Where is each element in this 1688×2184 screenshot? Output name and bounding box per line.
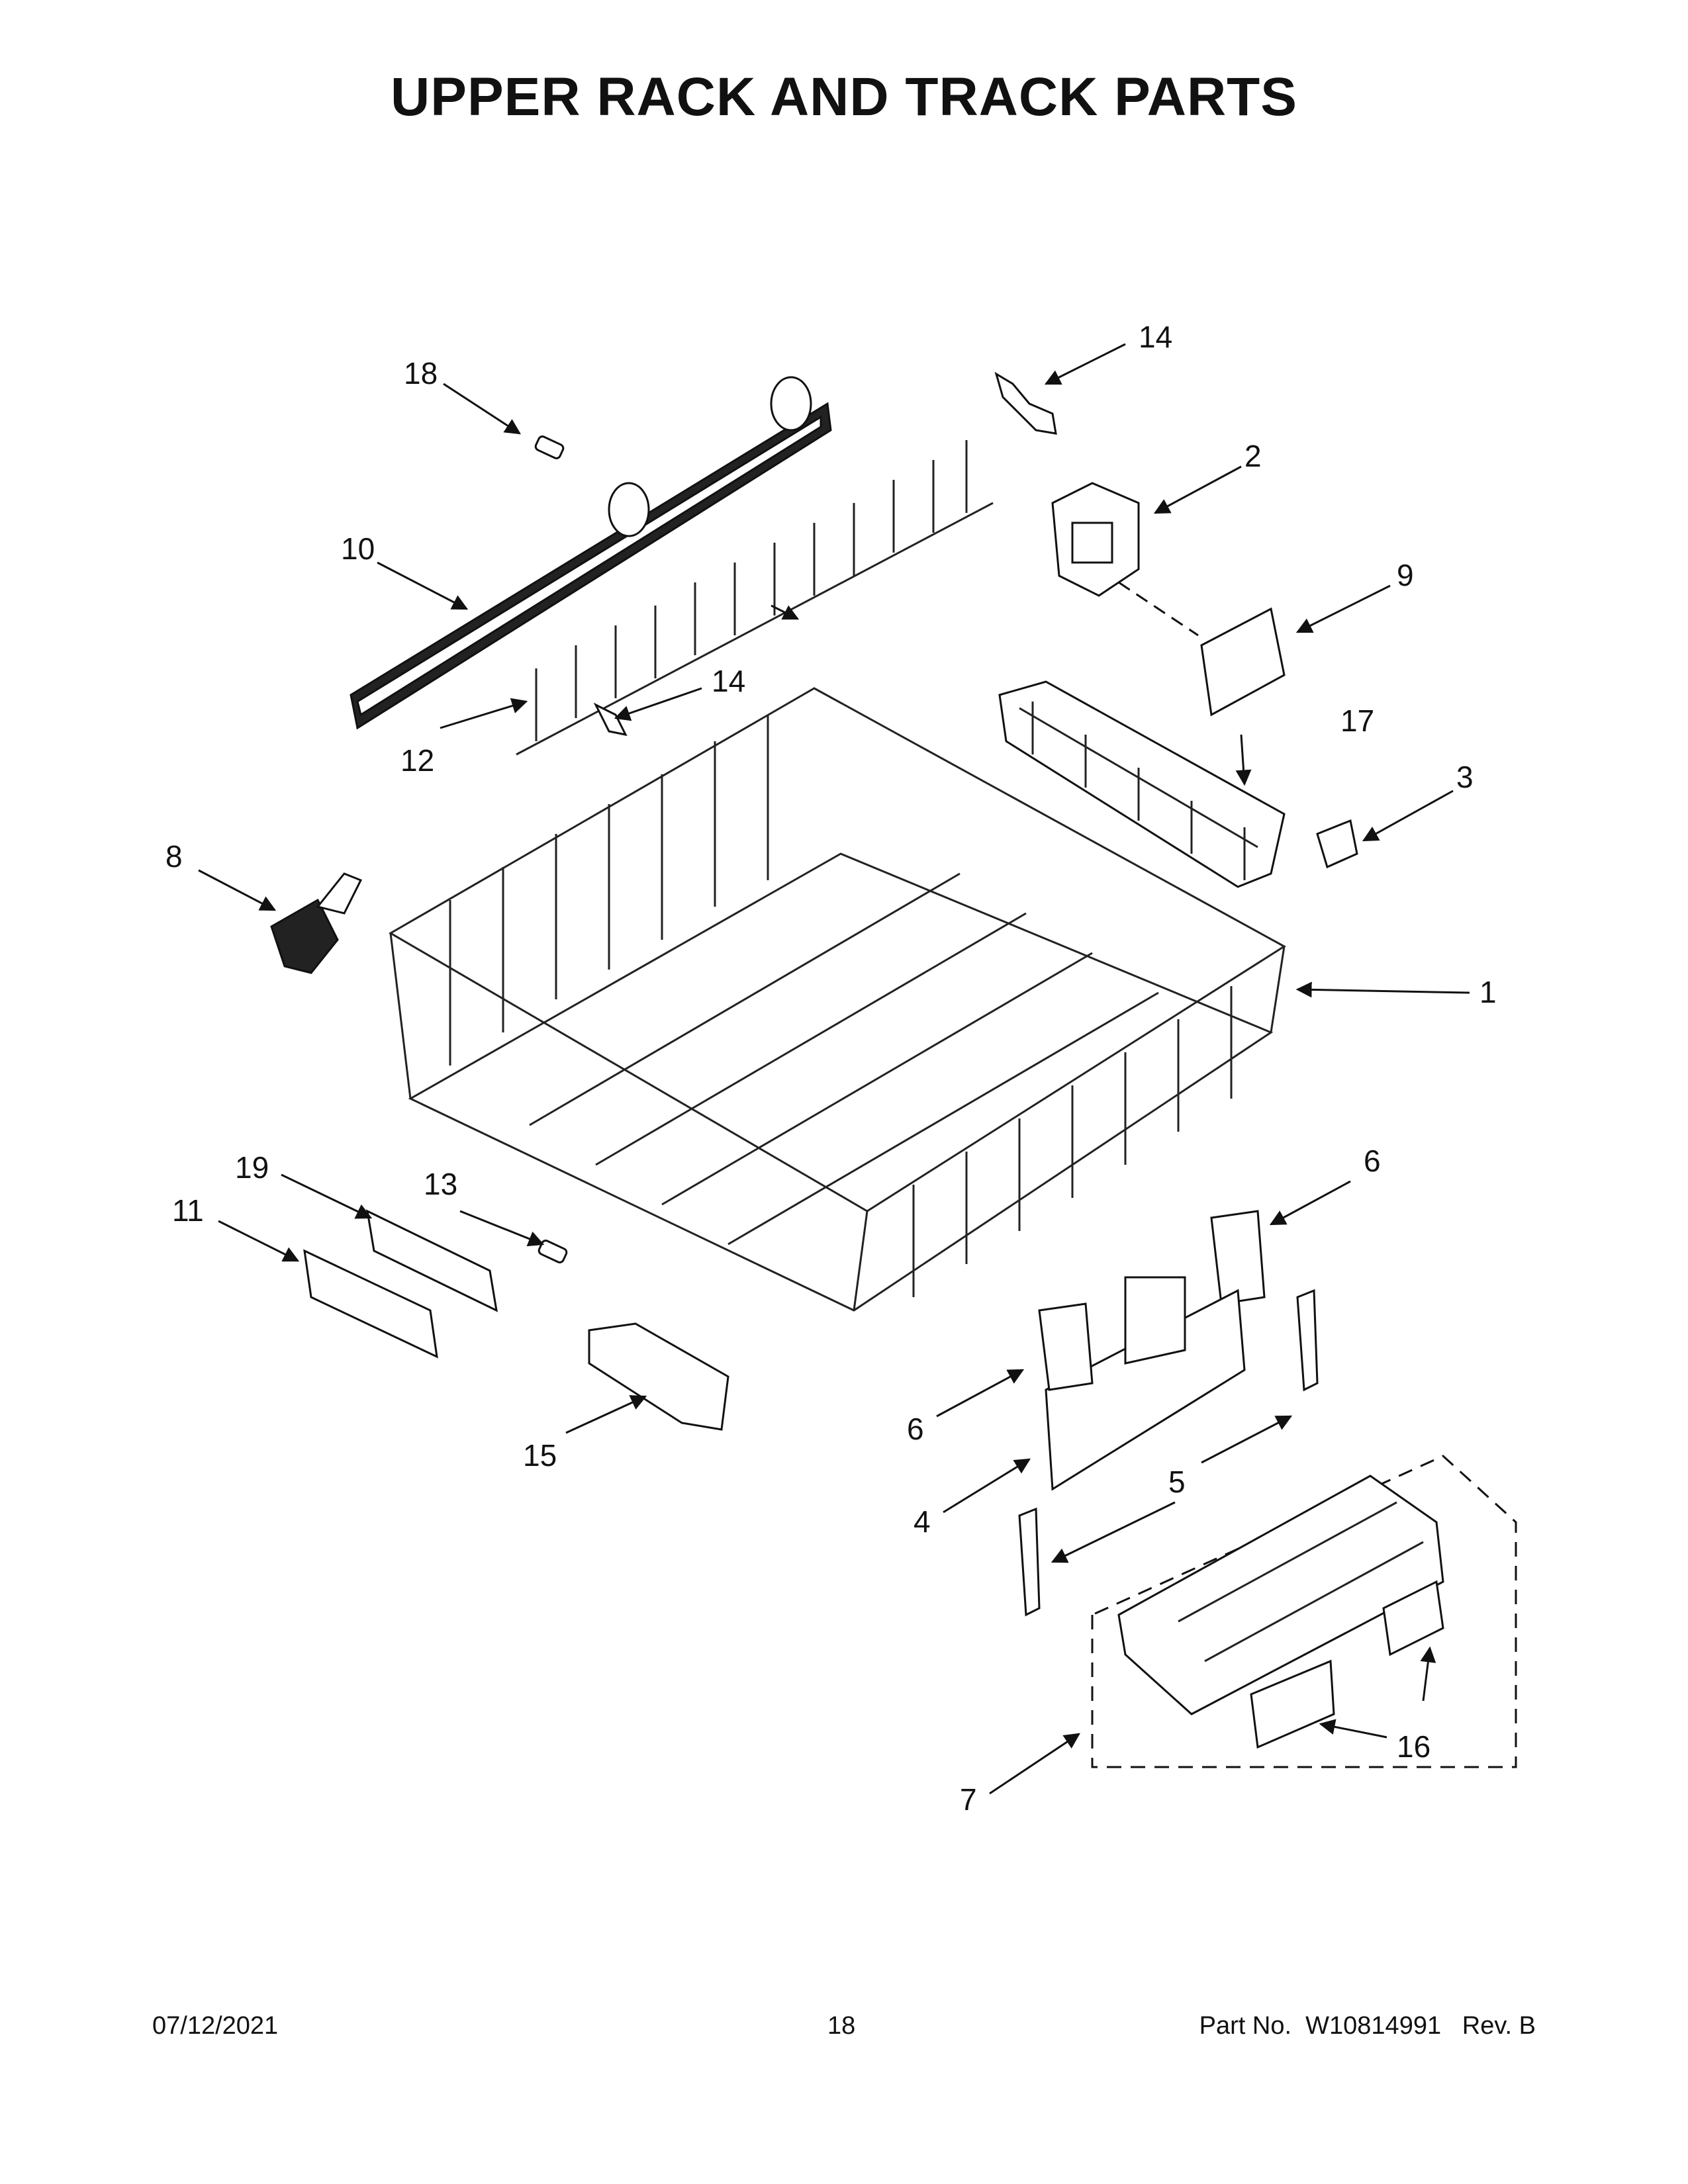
callout-7: 7 <box>960 1782 977 1817</box>
part-10-track-rail <box>350 376 832 730</box>
page-title: UPPER RACK AND TRACK PARTS <box>391 67 1297 127</box>
callout-16: 16 <box>1397 1729 1430 1764</box>
part-1-upper-rack <box>389 687 1286 1312</box>
callout-3: 3 <box>1456 760 1474 794</box>
callout-4: 4 <box>914 1504 931 1539</box>
footer-part-number: Part No. W10814991 Rev. B <box>1199 2012 1536 2040</box>
part-15-stop-clip <box>588 1322 729 1431</box>
part-3-clip <box>1316 819 1358 869</box>
callout-6-upper: 6 <box>1364 1144 1381 1178</box>
part-5-arm-right <box>1296 1289 1319 1392</box>
callout-12: 12 <box>400 743 434 778</box>
part-5-arm-left <box>1018 1507 1041 1617</box>
callout-9: 9 <box>1397 558 1414 592</box>
callout-11: 11 <box>172 1193 204 1228</box>
part-2-bracket <box>1051 482 1140 597</box>
footer-date: 07/12/2021 <box>152 2012 279 2040</box>
part-4-adjuster-assembly <box>1045 1276 1246 1491</box>
callout-14-upper: 14 <box>1139 320 1172 354</box>
callout-10: 10 <box>341 531 375 566</box>
callout-labels: 1 2 3 4 5 6 6 7 8 9 10 11 12 13 14 14 15… <box>165 320 1497 1817</box>
part-8-handle <box>270 872 363 974</box>
leader-lines <box>198 343 1470 1795</box>
footer-part-label: Part No. <box>1199 2012 1292 2040</box>
part-18-screw <box>534 435 565 459</box>
footer-page-number: 18 <box>827 2012 856 2040</box>
part-6-adjuster-lower <box>1038 1302 1094 1391</box>
part-12-tine-row <box>516 440 994 756</box>
callout-2: 2 <box>1244 439 1262 473</box>
footer-revision: Rev. B <box>1462 2012 1536 2040</box>
callout-6-lower: 6 <box>907 1412 924 1446</box>
callout-18: 18 <box>404 356 438 390</box>
footer-part-value: W10814991 <box>1305 2012 1442 2040</box>
part-16-clip-right <box>1382 1580 1444 1657</box>
part-14-clip-lower <box>593 702 628 737</box>
callout-15: 15 <box>523 1438 557 1473</box>
part-7-tine-tray-kit <box>1091 1455 1517 1768</box>
callout-5: 5 <box>1168 1465 1186 1499</box>
callout-1: 1 <box>1479 975 1497 1009</box>
part-11-track-end-cap <box>303 1249 438 1359</box>
part-6-adjuster-upper <box>1210 1210 1266 1305</box>
part-14-clip-upper <box>994 371 1057 435</box>
callout-13: 13 <box>424 1167 457 1201</box>
callout-17: 17 <box>1340 704 1374 738</box>
callout-8: 8 <box>165 839 183 874</box>
part-9-adjuster-cover <box>1118 581 1286 717</box>
part-19-track-cap-insert <box>366 1209 498 1312</box>
callout-19: 19 <box>235 1150 269 1185</box>
callout-14-lower: 14 <box>712 664 745 698</box>
part-16-clip-left <box>1250 1659 1335 1749</box>
part-17-utility-basket <box>998 680 1286 888</box>
